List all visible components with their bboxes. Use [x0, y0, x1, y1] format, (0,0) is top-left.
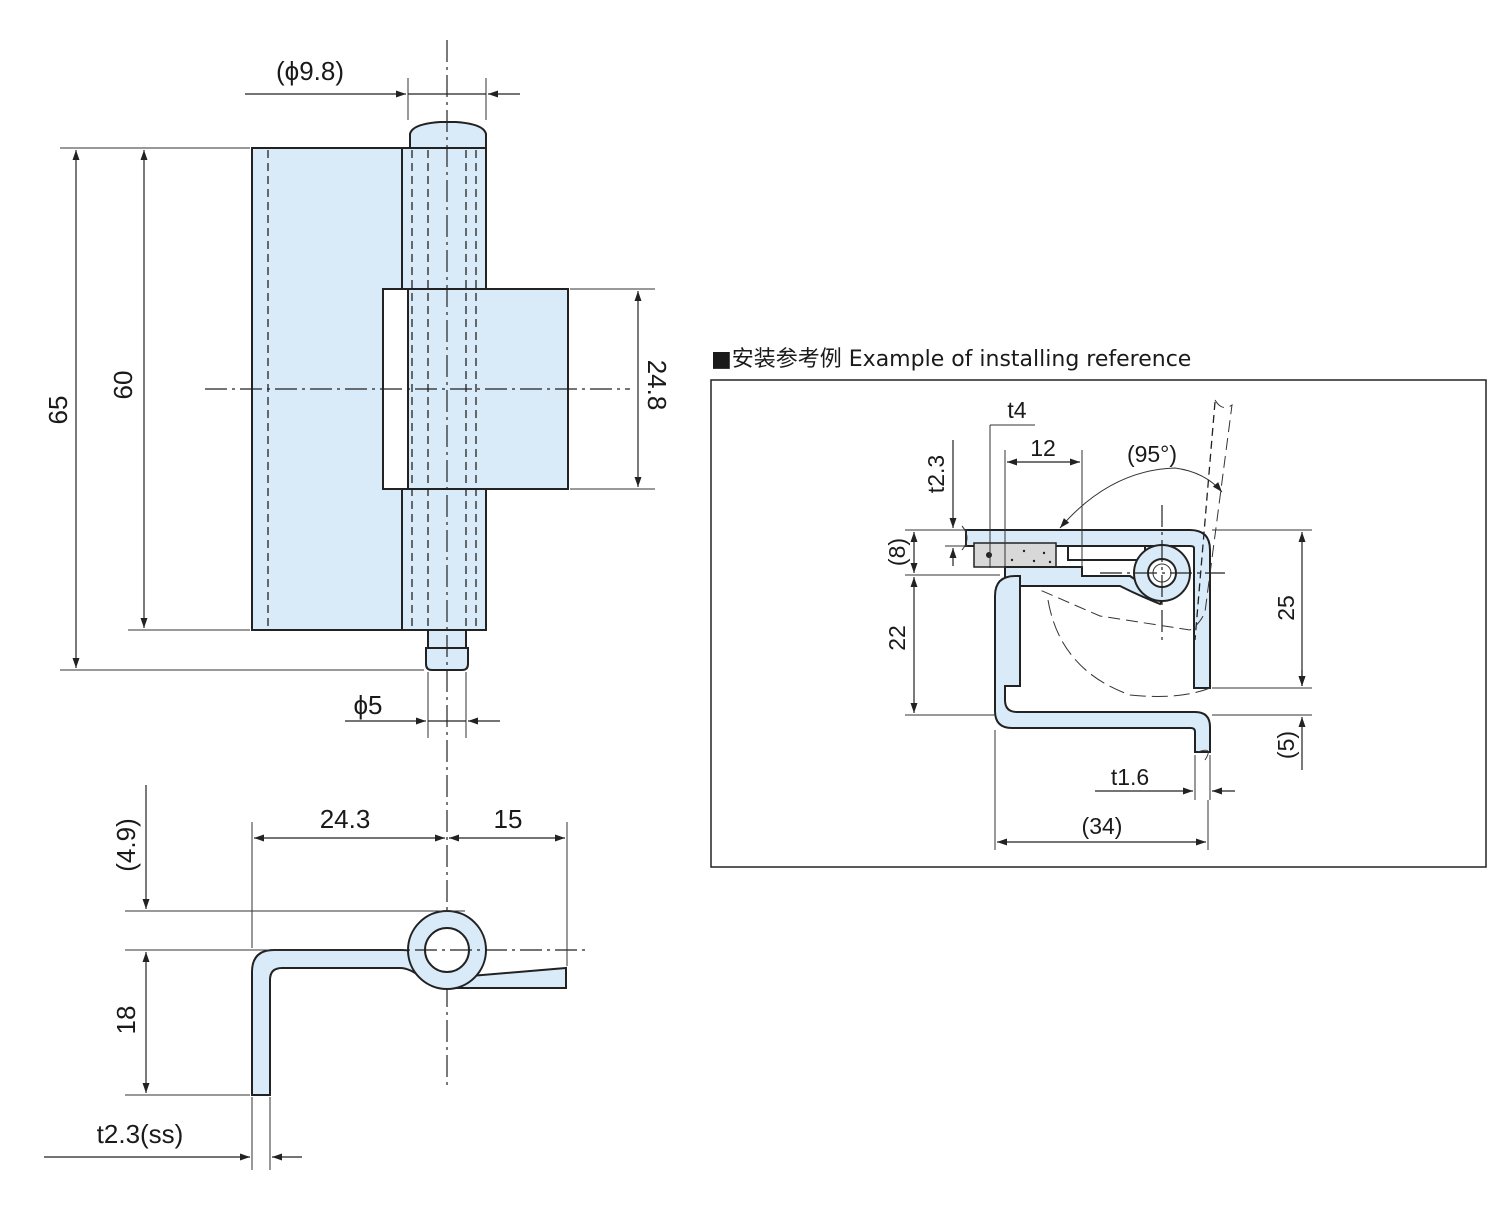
- dim-22: 22: [884, 625, 910, 651]
- install-frame-profile: [994, 575, 1211, 753]
- install-example: ■安装参考例 Example of installing reference: [710, 347, 1487, 868]
- install-example-frame: [710, 379, 1487, 868]
- dim-12: 12: [1030, 435, 1056, 461]
- dim-t1-6: t1.6: [1111, 764, 1149, 790]
- dim-pin-diameter: ϕ5: [353, 690, 382, 720]
- pin-head: [409, 121, 487, 149]
- pin-tip: [425, 647, 469, 671]
- dim-pin-head-diameter: (ϕ9.8): [276, 56, 344, 86]
- dim-t2-3: t2.3: [923, 455, 949, 493]
- side-profile: [251, 949, 567, 1096]
- dim-8: (8): [884, 538, 910, 566]
- dim-side-offset: (4.9): [111, 818, 141, 871]
- dim-open-angle: (95°): [1127, 441, 1177, 467]
- dim-leaf-width-right: 15: [494, 804, 523, 834]
- install-example-title: ■安装参考例 Example of installing reference: [711, 347, 1191, 372]
- install-hinge-leaf-top: [1067, 545, 1146, 561]
- dim-total-height: 65: [43, 396, 73, 425]
- gasket: [973, 542, 1057, 568]
- dim-knuckle-height: 24.8: [642, 360, 672, 411]
- dim-leg-height: 18: [111, 1006, 141, 1035]
- front-view: (ϕ9.8) 65 60 24.8 ϕ5: [43, 40, 672, 1090]
- dim-leaf-height: 60: [108, 371, 138, 400]
- side-view: (4.9) 18 24.3 15 t2.3(ss): [44, 785, 590, 1170]
- dim-25: 25: [1273, 595, 1299, 621]
- dim-leaf-width-left: 24.3: [320, 804, 371, 834]
- dim-thickness: t2.3(ss): [97, 1119, 184, 1149]
- dim-5: (5): [1273, 731, 1299, 759]
- dim-34: (34): [1082, 813, 1123, 839]
- dim-t4: t4: [1007, 397, 1026, 423]
